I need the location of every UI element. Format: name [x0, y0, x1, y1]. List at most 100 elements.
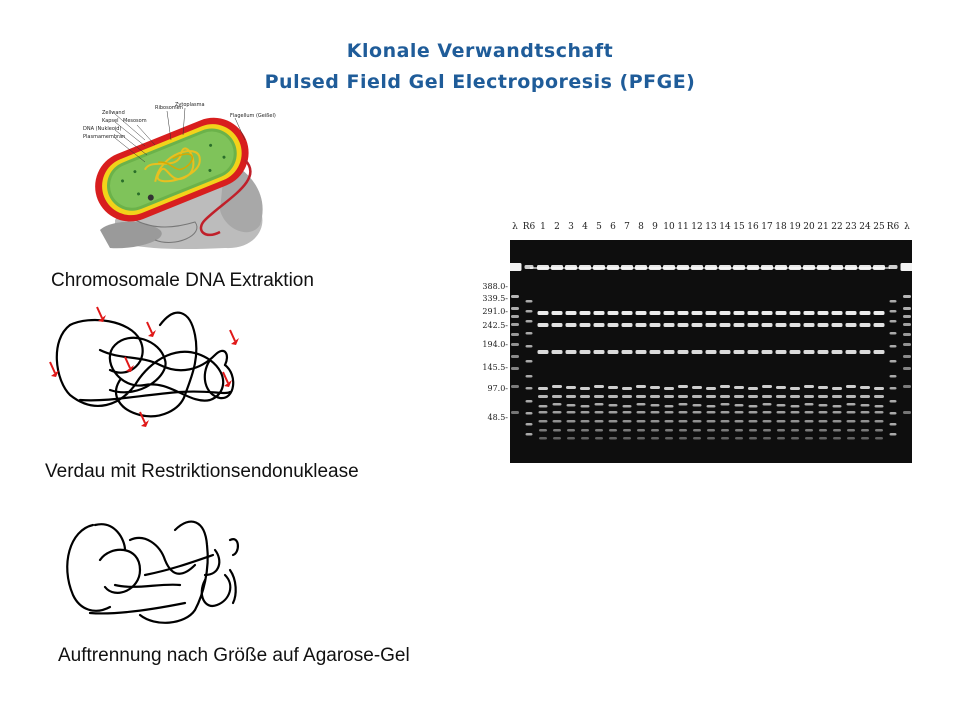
- gel-band: [889, 310, 897, 313]
- gel-band: [762, 411, 772, 414]
- gel-band: [889, 375, 897, 378]
- gel-band: [579, 350, 591, 354]
- gel-band: [790, 411, 800, 414]
- gel-band: [903, 295, 911, 298]
- lane-label: 8: [638, 222, 644, 232]
- gel-band: [832, 420, 842, 423]
- gel-band: [511, 367, 519, 370]
- gel-band: [859, 350, 871, 354]
- gel-band: [874, 395, 884, 398]
- gel-band: [720, 395, 730, 398]
- gel-band: [607, 323, 619, 327]
- gel-band: [889, 332, 897, 335]
- label-zytoplasma: Zytoplasma: [175, 102, 205, 108]
- lane-label: 17: [761, 222, 773, 232]
- gel-band: [749, 437, 757, 440]
- size-marker-labels: 388.0-339.5-291.0-242.5-194.0-145.5-97.0…: [482, 282, 508, 422]
- gel-band: [636, 420, 646, 423]
- gel-band: [719, 323, 731, 327]
- gel-band: [845, 311, 857, 315]
- gel-band: [747, 350, 759, 354]
- lane-label: 4: [582, 222, 588, 232]
- lane-label: 2: [554, 222, 560, 232]
- gel-band: [608, 404, 618, 407]
- gel-band: [650, 404, 660, 407]
- gel-band: [833, 429, 841, 432]
- label-dna: DNA (Nukleoid): [83, 126, 121, 132]
- gel-band: [525, 387, 533, 390]
- gel-band: [846, 411, 856, 414]
- gel-band: [537, 311, 549, 315]
- gel-band: [607, 311, 619, 315]
- gel-band: [818, 395, 828, 398]
- gel-band: [650, 395, 660, 398]
- gel-band: [860, 411, 870, 414]
- gel-band: [748, 420, 758, 423]
- gel-band: [525, 400, 533, 403]
- gel-band: [581, 437, 589, 440]
- gel-band: [565, 350, 577, 354]
- gel-band: [635, 350, 647, 354]
- gel-band: [790, 405, 800, 408]
- dna-tangle-with-cut-sites: [49, 306, 239, 427]
- gel-band: [539, 437, 547, 440]
- gel-band: [889, 360, 897, 363]
- gel-band: [511, 323, 519, 326]
- gel-band: [595, 429, 603, 432]
- gel-band: [678, 420, 688, 423]
- gel-band: [748, 395, 758, 398]
- size-marker-label: 194.0-: [482, 340, 508, 349]
- title-line-2: Pulsed Field Gel Electroporesis (PFGE): [264, 71, 696, 93]
- gel-band: [511, 385, 519, 388]
- lane-label: λ: [512, 222, 518, 232]
- gel-band: [846, 385, 856, 388]
- gel-band: [777, 429, 785, 432]
- gel-band: [762, 420, 772, 423]
- gel-band: [889, 345, 897, 348]
- gel-band: [775, 311, 787, 315]
- gel-band: [664, 411, 674, 414]
- gel-band: [679, 437, 687, 440]
- gel-band: [804, 403, 814, 406]
- gel-band: [593, 311, 605, 315]
- gel-band: [805, 429, 813, 432]
- gel-band: [663, 323, 675, 327]
- gel-band: [720, 403, 730, 406]
- gel-band: [594, 395, 604, 398]
- gel-band: [749, 429, 757, 432]
- gel-band: [873, 311, 885, 315]
- gel-band: [832, 405, 842, 408]
- gel-band: [776, 386, 786, 389]
- gel-band: [567, 437, 575, 440]
- gel-band: [861, 429, 869, 432]
- gel-band: [511, 333, 519, 336]
- label-ribosomen: Ribosomen: [155, 105, 183, 111]
- gel-band: [860, 395, 870, 398]
- gel-band: [635, 311, 647, 315]
- gel-band: [691, 350, 703, 354]
- gel-band: [789, 323, 801, 327]
- gel-band: [678, 385, 688, 388]
- gel-band: [705, 323, 717, 327]
- size-marker-label: 388.0-: [482, 282, 508, 291]
- gel-band: [566, 411, 576, 414]
- gel-band: [846, 420, 856, 423]
- label-kapsel: Kapsel: [102, 118, 119, 124]
- gel-band: [719, 350, 731, 354]
- gel-band: [761, 323, 773, 327]
- gel-band: [874, 420, 884, 423]
- label-flagellum: Flagellum (Geißel): [230, 113, 276, 119]
- gel-band: [818, 386, 828, 389]
- gel-band: [691, 311, 703, 315]
- gel-band: [720, 420, 730, 423]
- gel-band: [706, 387, 716, 390]
- gel-band: [900, 263, 914, 271]
- lane-label: 16: [747, 222, 759, 232]
- gel-band: [580, 395, 590, 398]
- gel-band: [734, 386, 744, 389]
- lane-label: 7: [624, 222, 630, 232]
- gel-band: [720, 385, 730, 388]
- lane-label: 12: [691, 222, 702, 232]
- gel-band: [803, 311, 815, 315]
- gel-band: [552, 420, 562, 423]
